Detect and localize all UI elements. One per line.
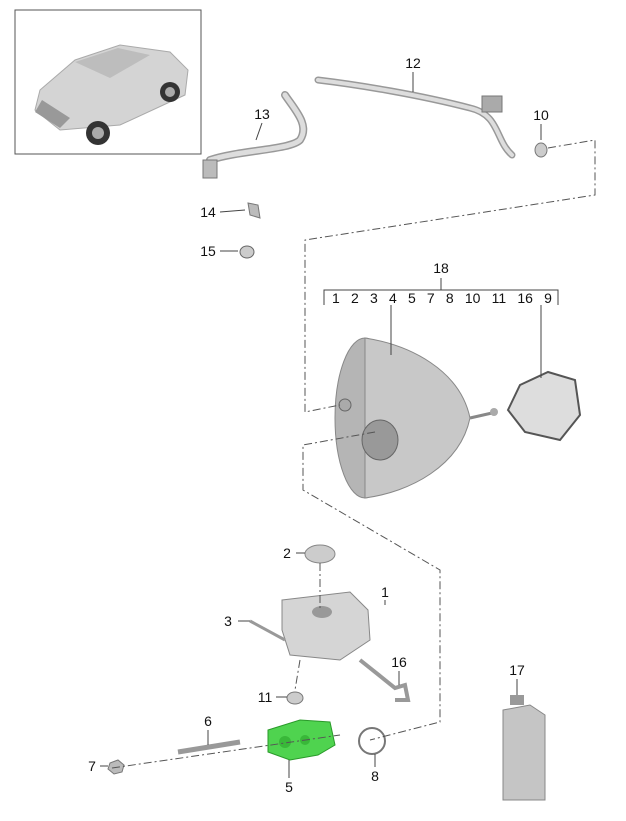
callout-7[interactable]: 7 bbox=[88, 758, 96, 774]
group-item[interactable]: 4 bbox=[388, 290, 397, 306]
part-5-master-cylinder[interactable] bbox=[267, 719, 336, 761]
group-item[interactable]: 16 bbox=[517, 290, 533, 306]
group-item[interactable]: 2 bbox=[350, 290, 359, 306]
callout-16[interactable]: 16 bbox=[391, 654, 407, 670]
group-item[interactable]: 3 bbox=[369, 290, 378, 306]
callout-12[interactable]: 12 bbox=[405, 55, 421, 71]
callout-13[interactable]: 13 bbox=[254, 106, 270, 122]
dash-lines bbox=[111, 139, 596, 769]
callout-5[interactable]: 5 bbox=[285, 779, 293, 795]
callout-15[interactable]: 15 bbox=[200, 243, 216, 259]
part-17-brake-fluid-bottle[interactable] bbox=[502, 695, 546, 801]
part-2-cap[interactable] bbox=[304, 544, 336, 564]
group-item[interactable]: 9 bbox=[544, 290, 552, 306]
callout-6[interactable]: 6 bbox=[204, 713, 212, 729]
callout-1[interactable]: 1 bbox=[381, 584, 389, 600]
callout-3[interactable]: 3 bbox=[224, 613, 232, 629]
group-item[interactable]: 7 bbox=[426, 290, 435, 306]
part-6-stud[interactable] bbox=[177, 739, 241, 755]
part-13-vacuum-hose[interactable] bbox=[202, 91, 308, 179]
group-item[interactable]: 11 bbox=[491, 290, 507, 306]
callout-8[interactable]: 8 bbox=[371, 768, 379, 784]
callout-14[interactable]: 14 bbox=[200, 204, 216, 220]
group-18-items: 1 2 3 4 5 7 8 10 11 16 9 bbox=[324, 290, 560, 306]
callout-10[interactable]: 10 bbox=[533, 107, 549, 123]
group-item[interactable]: 10 bbox=[464, 290, 481, 306]
leader-lines bbox=[100, 72, 559, 778]
part-11-seal[interactable] bbox=[286, 691, 304, 705]
part-10-grommet[interactable] bbox=[534, 142, 548, 158]
callout-17[interactable]: 17 bbox=[509, 662, 525, 678]
vehicle-thumbnail[interactable] bbox=[14, 9, 202, 155]
group-item[interactable]: 8 bbox=[445, 290, 454, 306]
part-14-clip[interactable] bbox=[247, 202, 261, 219]
group-item[interactable]: 5 bbox=[407, 290, 416, 306]
callout-2[interactable]: 2 bbox=[283, 545, 291, 561]
part-4-brake-booster[interactable] bbox=[334, 337, 498, 499]
group-item[interactable]: 1 bbox=[332, 290, 340, 306]
callout-11[interactable]: 11 bbox=[257, 689, 273, 705]
part-9-gasket[interactable] bbox=[506, 370, 582, 442]
part-1-reservoir[interactable] bbox=[281, 591, 371, 661]
part-15-clamp[interactable] bbox=[239, 245, 255, 259]
callout-18[interactable]: 18 bbox=[433, 260, 449, 276]
part-3-pin[interactable] bbox=[249, 619, 286, 642]
part-8-o-ring[interactable] bbox=[358, 727, 386, 755]
part-12-vacuum-hose[interactable] bbox=[314, 76, 516, 159]
part-16-pin[interactable] bbox=[358, 658, 411, 702]
